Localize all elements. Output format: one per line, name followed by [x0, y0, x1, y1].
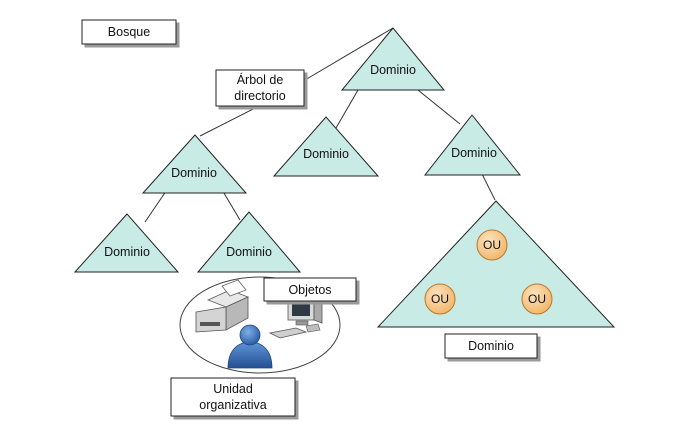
- line-root-to-right-domain: [417, 89, 461, 125]
- domain-left-child-1-label: Dominio: [104, 245, 150, 259]
- printer-icon: [195, 279, 250, 333]
- ou-top: OU: [476, 229, 508, 261]
- domain-left-child-2-label: Dominio: [226, 245, 272, 259]
- forest-label: Bosque: [108, 25, 150, 39]
- line-right-domain-to-large-domain: [481, 173, 496, 201]
- domain-middle: Dominio: [272, 116, 380, 177]
- ou-top-label: OU: [483, 238, 501, 252]
- domain-right-label: Dominio: [451, 146, 497, 160]
- forest-label-box: Bosque: [81, 19, 177, 45]
- directory-tree-label-line-2: directorio: [234, 89, 285, 103]
- large-domain-caption-box: Dominio: [444, 333, 538, 359]
- ou-left-label: OU: [431, 292, 449, 306]
- objects-label: Objetos: [288, 283, 331, 297]
- domain-root: Dominio: [340, 27, 446, 91]
- organizational-unit-label-line-1: Unidad: [213, 382, 253, 396]
- domain-root-label: Dominio: [370, 63, 416, 77]
- directory-tree-label-box: Árbol de directorio: [215, 69, 305, 107]
- domain-left-child-2: Dominio: [196, 211, 302, 273]
- objects-label-box: Objetos: [263, 277, 357, 302]
- user-icon: [227, 324, 273, 369]
- ou-left: OU: [424, 283, 456, 315]
- domain-left: Dominio: [141, 134, 248, 194]
- computer-icon: [268, 299, 323, 339]
- line-root-to-tree-label: [304, 27, 394, 81]
- domain-left-label: Dominio: [171, 166, 217, 180]
- ou-right-label: OU: [528, 292, 546, 306]
- large-domain-caption: Dominio: [468, 339, 514, 353]
- organizational-unit-label-line-2: organizativa: [199, 398, 266, 412]
- directory-tree-label-line-1: Árbol de: [237, 72, 284, 87]
- line-tree-label-to-left-domain: [199, 102, 266, 137]
- organizational-unit-label-box: Unidad organizativa: [170, 377, 296, 417]
- domain-right: Dominio: [423, 114, 522, 176]
- domain-middle-label: Dominio: [303, 147, 349, 161]
- line-root-to-middle-domain: [335, 89, 359, 129]
- domain-left-child-1: Dominio: [73, 213, 180, 273]
- large-domain: [376, 200, 616, 328]
- ou-right: OU: [521, 283, 553, 315]
